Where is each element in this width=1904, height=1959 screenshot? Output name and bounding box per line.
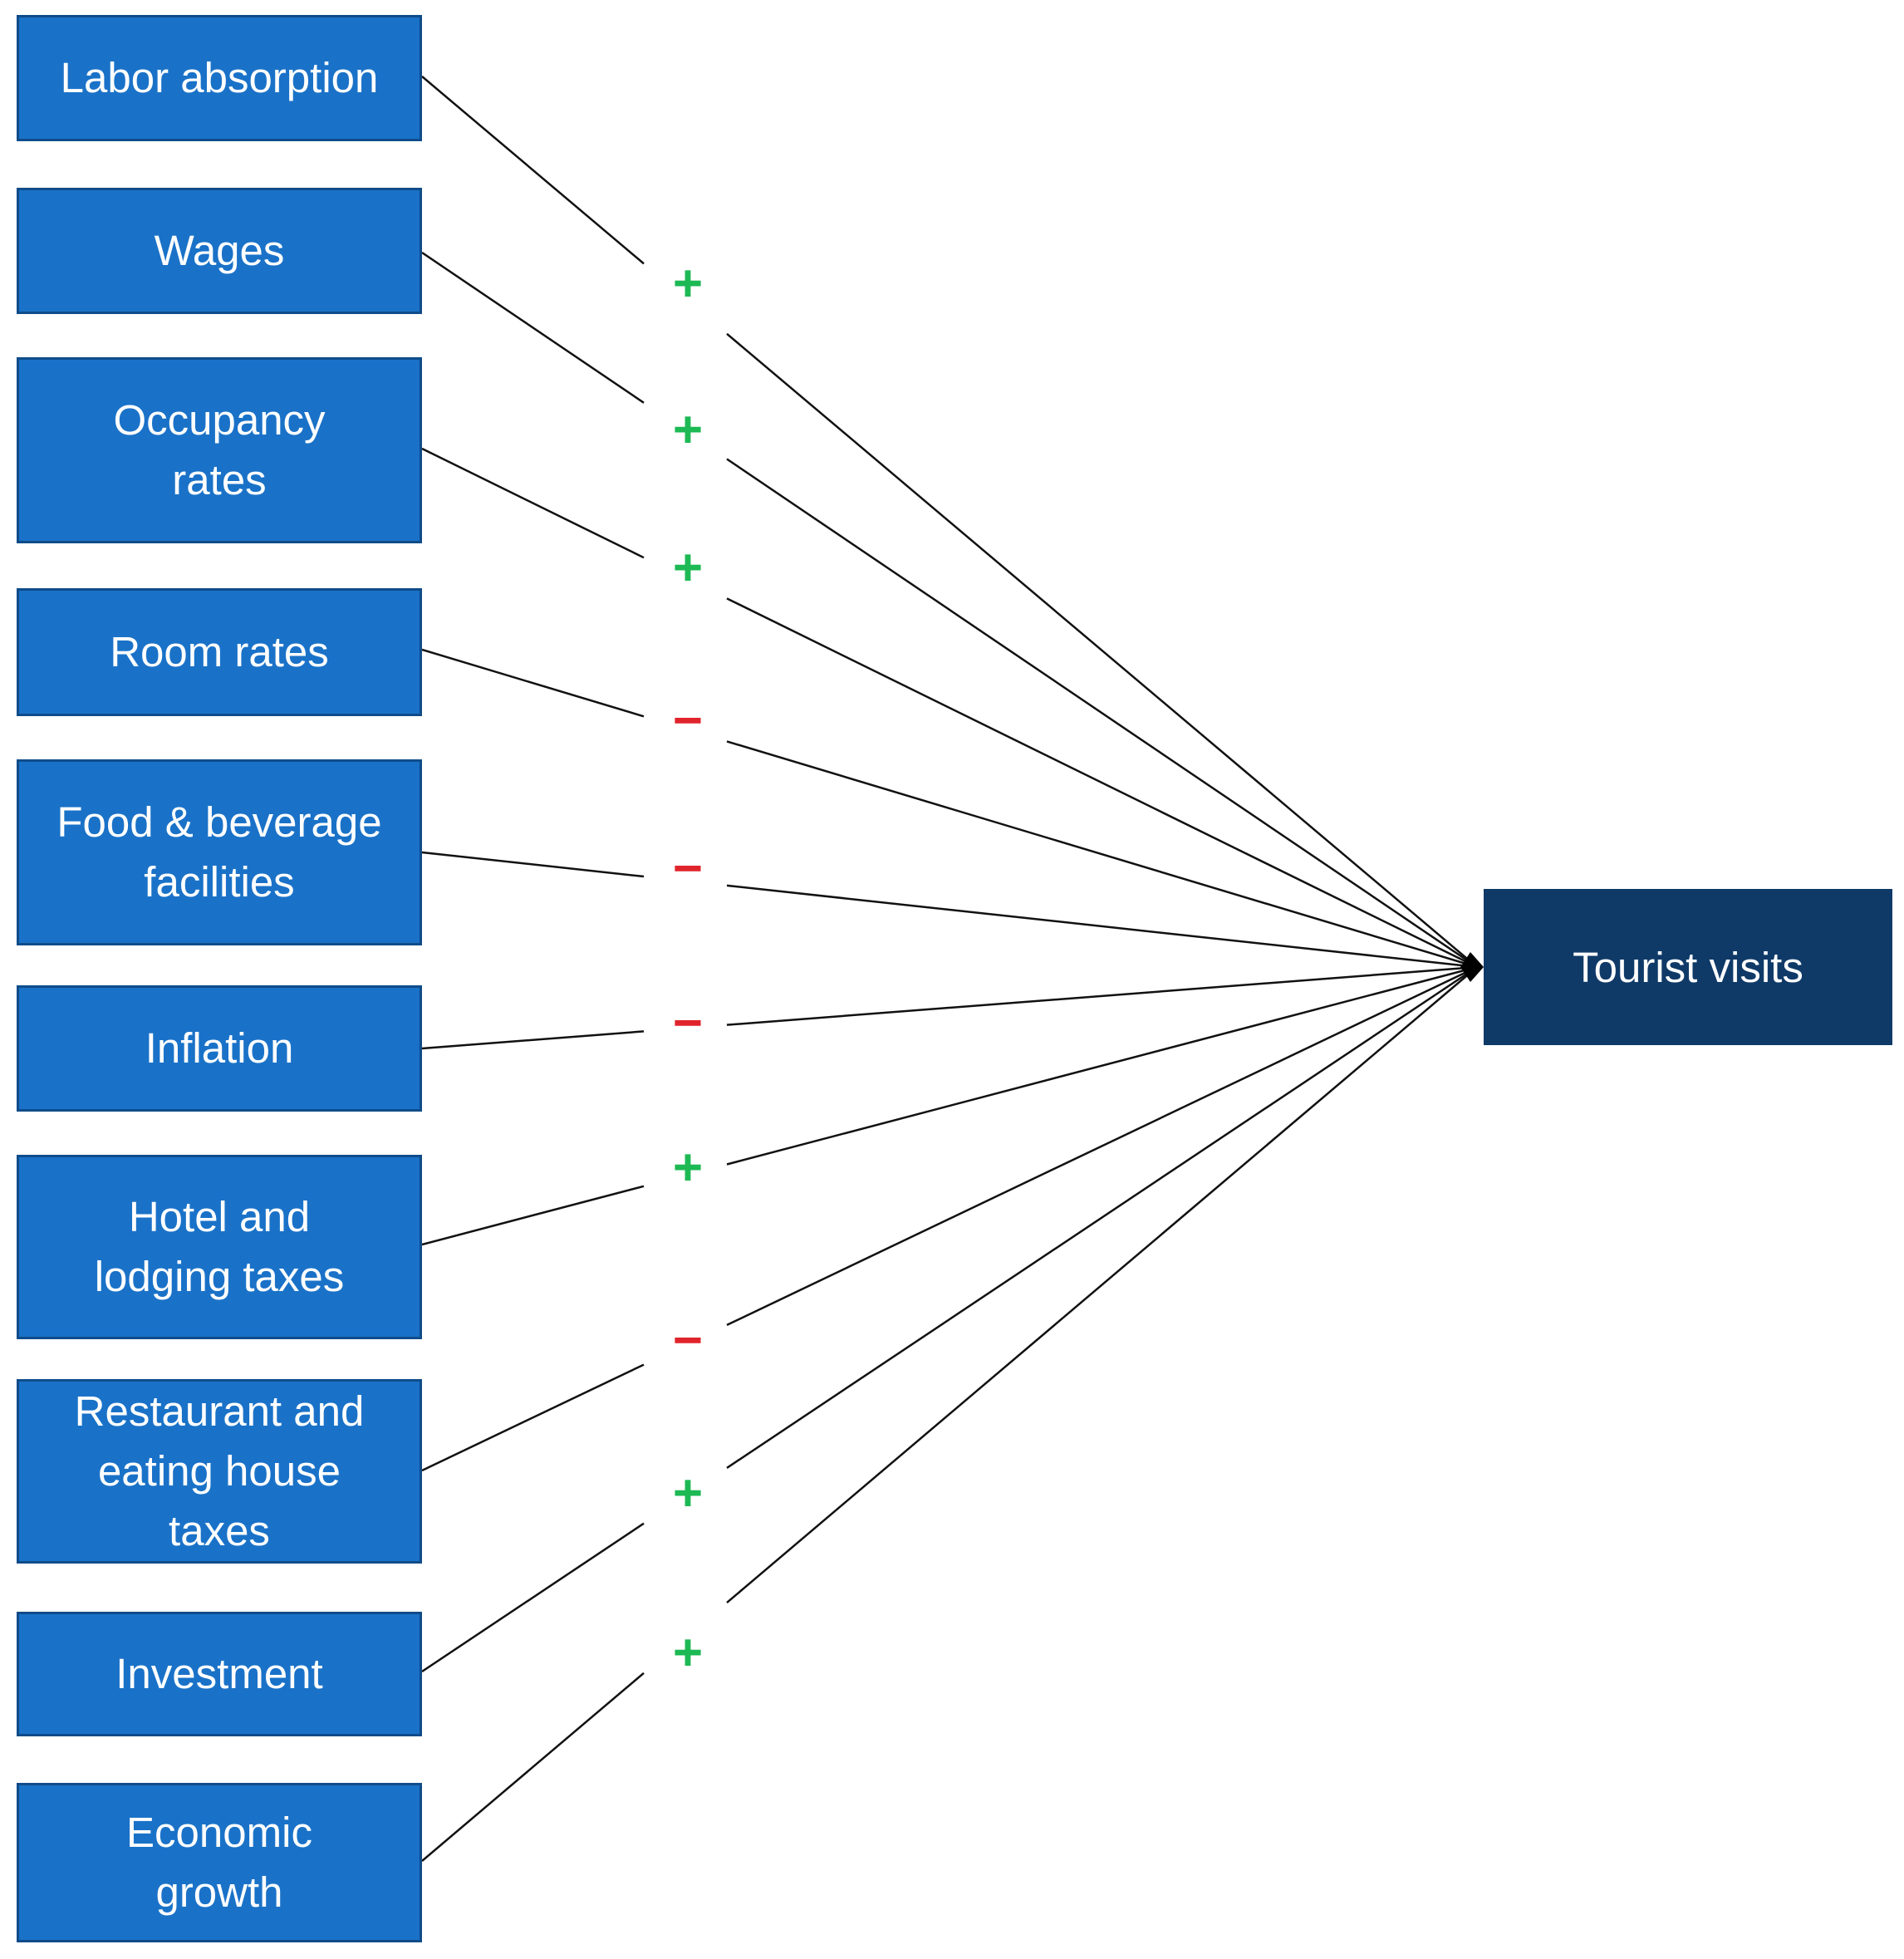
sign-room-rates: − [672,692,704,749]
factor-investment: Investment [17,1612,422,1736]
sign-investment: + [672,1465,704,1522]
sign-labor-absorption: + [672,255,704,312]
factor-restaurant-eating-house-taxes: Restaurant and eating house taxes [17,1379,422,1564]
factor-inflation: Inflation [17,985,422,1112]
sign-hotel-lodging-taxes: + [672,1139,704,1196]
link-line-3-1 [726,740,1478,969]
factor-food-beverage-facilities: Food & beverage facilities [17,759,422,945]
sign-inflation: − [672,994,704,1052]
link-line-6-1 [726,965,1478,1166]
link-line-5-0 [421,1030,645,1050]
arrowhead [1460,952,1484,982]
link-line-0-0 [421,76,645,265]
link-line-4-1 [726,884,1478,969]
link-line-9-1 [726,966,1478,1604]
factor-labor-absorption: Labor absorption [17,15,422,141]
link-line-5-1 [726,965,1478,1026]
sign-food-beverage-facilities: − [672,840,704,897]
link-line-7-0 [421,1363,645,1472]
link-line-9-0 [421,1672,645,1862]
link-line-0-1 [726,332,1478,968]
link-line-8-0 [421,1522,645,1673]
factor-room-rates: Room rates [17,588,422,716]
factor-wages: Wages [17,188,422,314]
link-line-1-0 [421,251,645,404]
sign-restaurant-eating-house-taxes: − [672,1312,704,1369]
link-line-3-0 [421,648,645,718]
link-line-1-1 [726,458,1478,969]
factor-hotel-lodging-taxes: Hotel and lodging taxes [17,1155,422,1339]
factor-economic-growth: Economic growth [17,1783,422,1942]
link-line-4-0 [421,851,645,878]
outcome-tourist-visits: Tourist visits [1484,889,1892,1045]
link-line-8-1 [726,965,1478,1469]
sign-wages: + [672,401,704,459]
link-line-6-0 [421,1185,645,1246]
link-line-7-1 [726,965,1478,1327]
sign-occupancy-rates: + [672,539,704,597]
link-line-2-0 [421,447,645,559]
sign-economic-growth: + [672,1624,704,1682]
link-line-2-1 [726,597,1478,969]
factor-occupancy-rates: Occupancy rates [17,357,422,543]
